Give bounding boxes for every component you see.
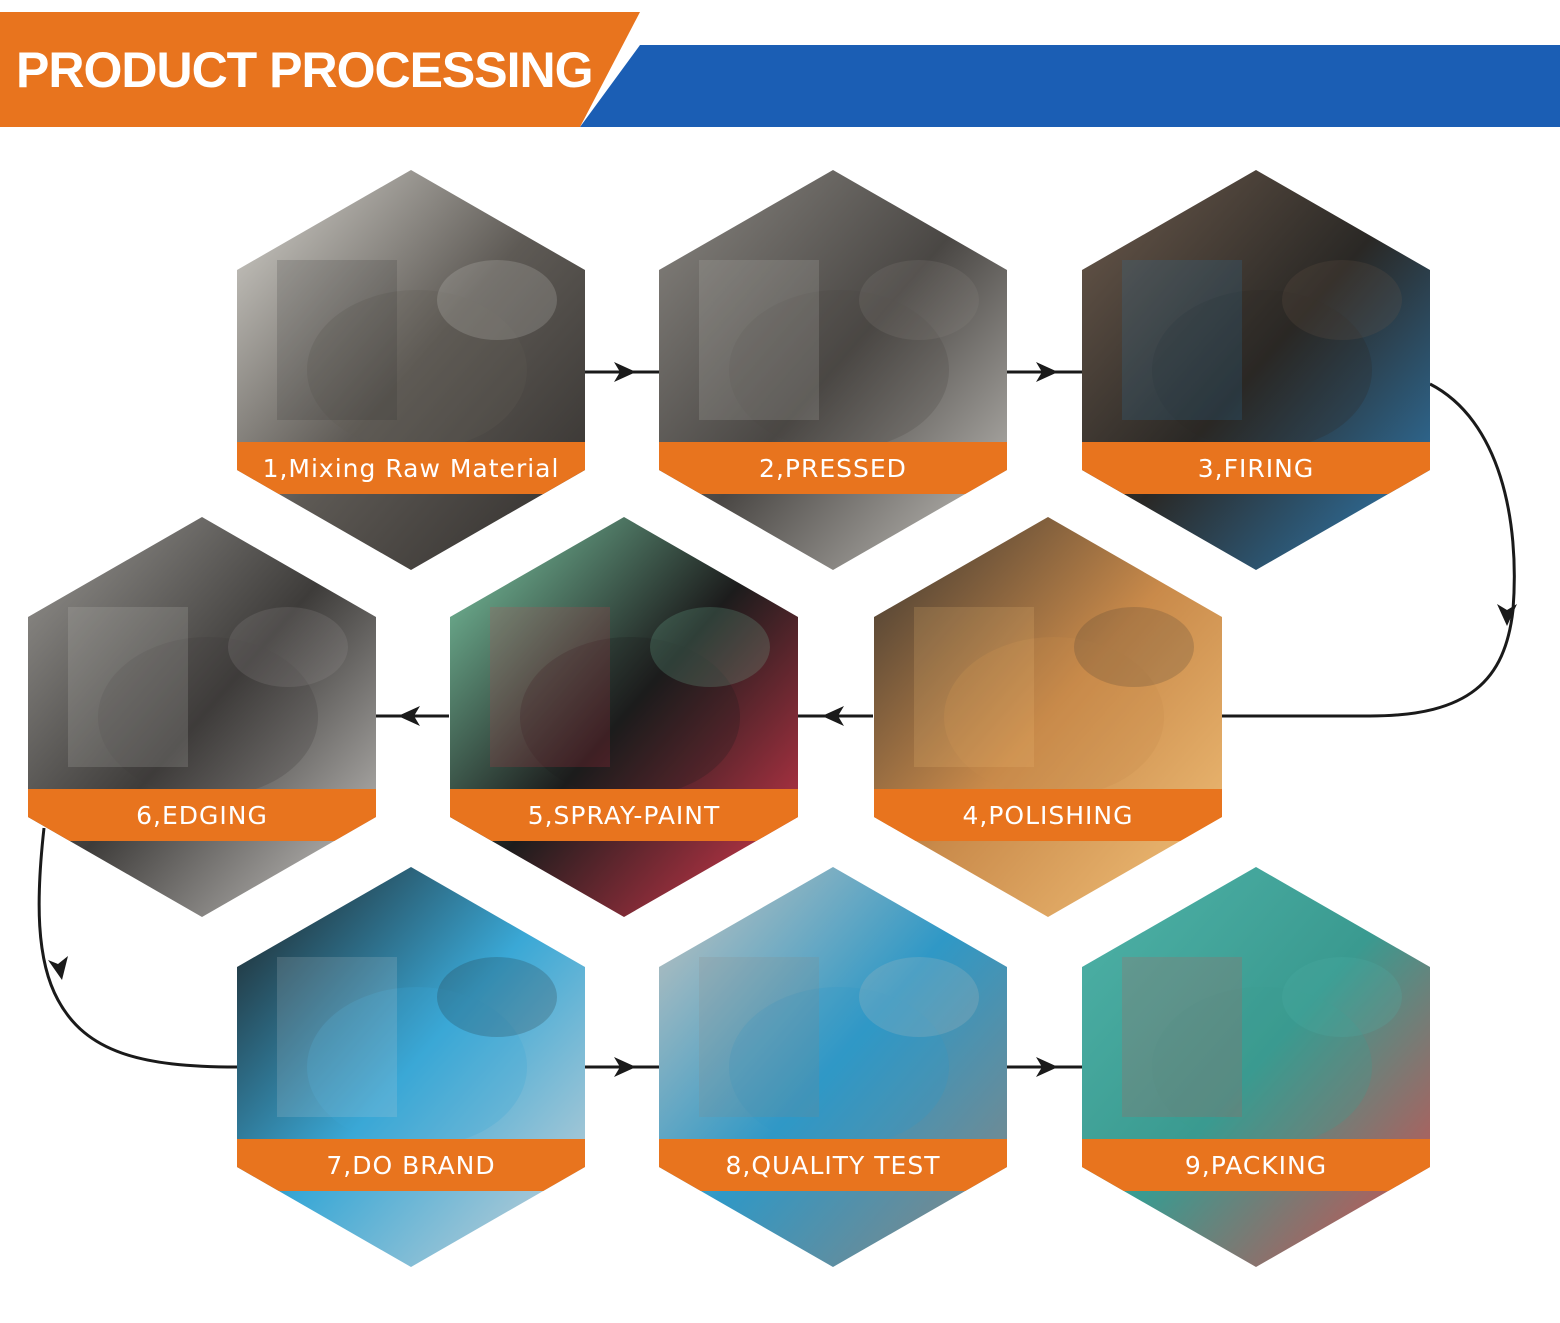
process-step-6: 6,EDGING: [28, 517, 376, 917]
step-label-band: 9,PACKING: [1082, 1139, 1430, 1191]
arrowhead-7-8: [614, 1057, 636, 1077]
header-banner: [0, 12, 1560, 127]
page-title: PRODUCT PROCESSING: [16, 42, 594, 98]
step-label-band: 5,SPRAY-PAINT: [450, 789, 798, 841]
step-label: 4,POLISHING: [962, 800, 1134, 830]
step-label: 2,PRESSED: [759, 453, 907, 483]
step-label: 3,FIRING: [1197, 453, 1315, 483]
step-label: 5,SPRAY-PAINT: [527, 800, 721, 830]
arrowhead-6-7: [48, 956, 68, 980]
arrowhead-1-2: [614, 362, 636, 382]
step-label-band: 3,FIRING: [1082, 442, 1430, 494]
red-blades-conveyor-photo: [450, 517, 798, 917]
process-step-1: 1,Mixing Raw Material: [237, 170, 585, 570]
header-blue-bar: [580, 45, 1560, 127]
step-label-band: 1,Mixing Raw Material: [237, 442, 585, 494]
mixing-drum-photo: [237, 170, 585, 570]
step-label: 1,Mixing Raw Material: [262, 453, 560, 483]
process-step-7: 7,DO BRAND: [237, 867, 585, 1267]
arrowhead-2-3: [1036, 362, 1058, 382]
process-step-5: 5,SPRAY-PAINT: [450, 517, 798, 917]
arrowheads: [48, 362, 1517, 1077]
header-orange-tab: [0, 12, 640, 127]
step-label: 9,PACKING: [1184, 1150, 1328, 1180]
step-label-band: 4,POLISHING: [874, 789, 1222, 841]
step-label-band: 6,EDGING: [28, 789, 376, 841]
arrowhead-4-5: [822, 706, 844, 726]
branded-blue-blades-photo: [237, 867, 585, 1267]
grinding-sparks-photo: [874, 517, 1222, 917]
process-step-4: 4,POLISHING: [874, 517, 1222, 917]
arrowhead-3-4: [1497, 604, 1517, 626]
step-label: 8,QUALITY TEST: [725, 1150, 941, 1180]
connector-6-7: [37, 827, 238, 1069]
arrowhead-8-9: [1036, 1057, 1058, 1077]
step-label: 7,DO BRAND: [326, 1150, 496, 1180]
step-label: 6,EDGING: [136, 800, 268, 830]
step-label-band: 2,PRESSED: [659, 442, 1007, 494]
edging-machine-photo: [28, 517, 376, 917]
arrowhead-5-6: [398, 706, 420, 726]
step-label-band: 8,QUALITY TEST: [659, 1139, 1007, 1191]
step-label-band: 7,DO BRAND: [237, 1139, 585, 1191]
